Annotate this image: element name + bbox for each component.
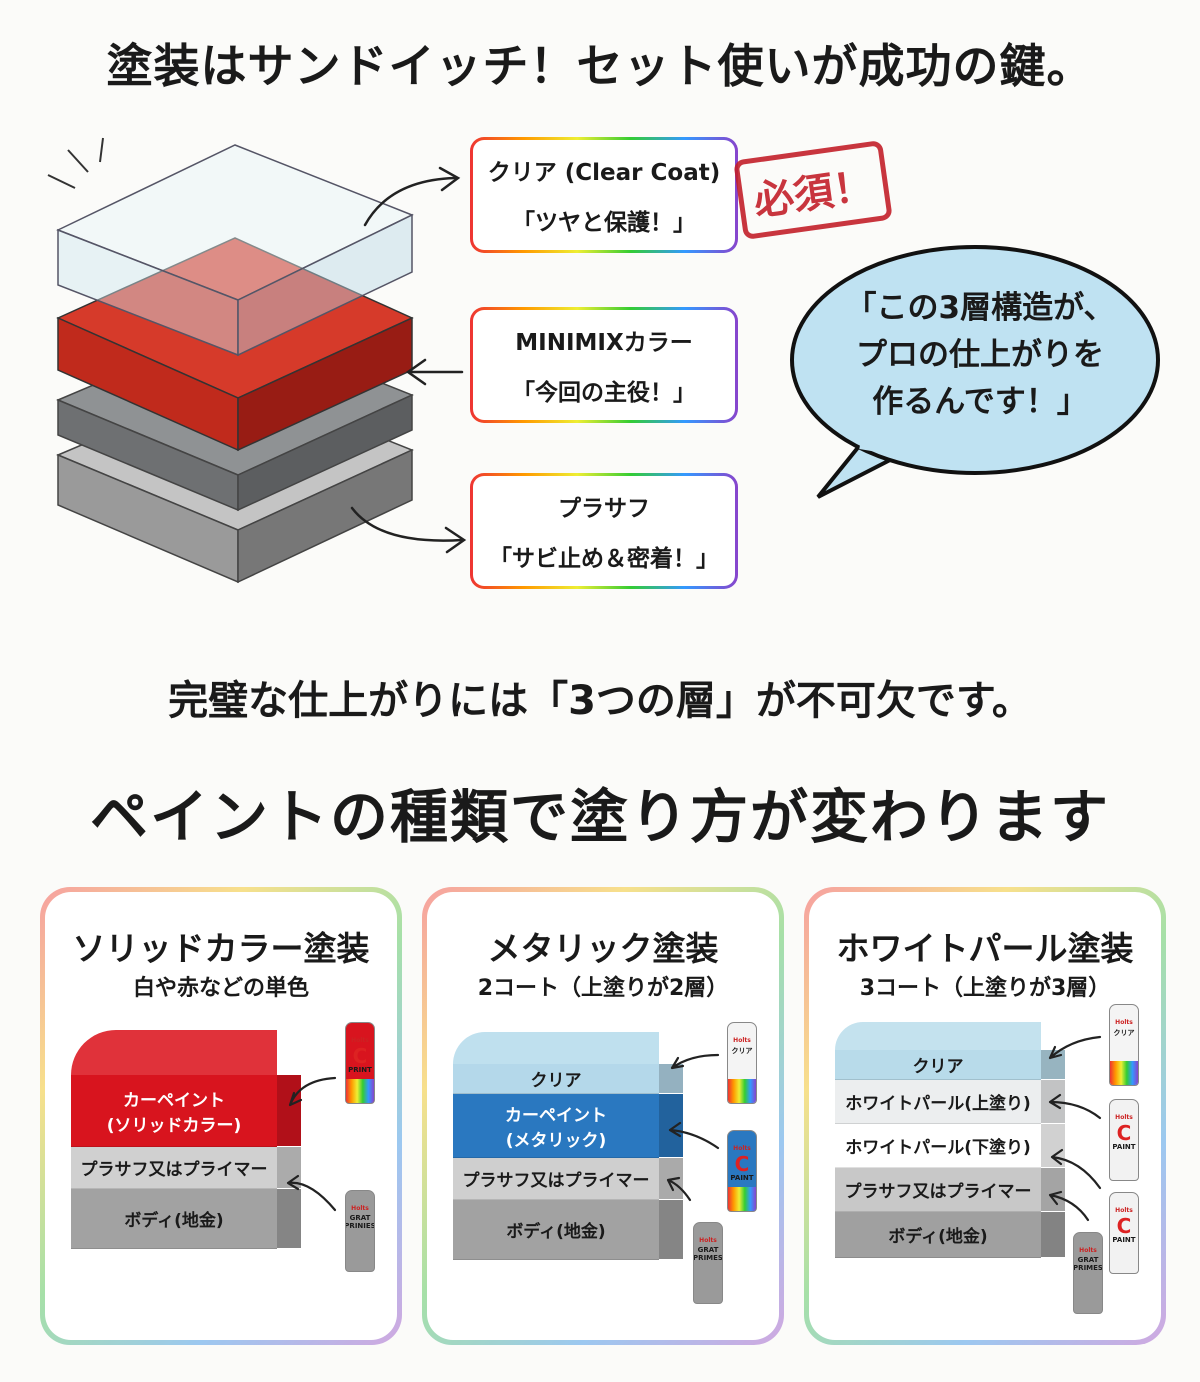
can-text: GRAT PRINIES bbox=[345, 1214, 375, 1230]
layer-body: ボディ(地金) bbox=[71, 1189, 277, 1249]
layer-pearl-top: ホワイトパール(上塗り) bbox=[835, 1080, 1041, 1124]
label-clear-coat: クリア (Clear Coat) 「ツヤと保護！」 bbox=[470, 137, 738, 253]
speech-line: 作るんです！」 bbox=[872, 384, 1088, 420]
can-brand: Holts bbox=[1115, 1207, 1133, 1214]
label-name: クリア (Clear Coat) bbox=[487, 160, 721, 186]
section-heading: ペイントの種類で塗り方が変わります bbox=[89, 783, 1110, 851]
card-title: メタリック塗装 bbox=[487, 929, 719, 968]
card-subtitle: 白や赤などの単色 bbox=[132, 976, 309, 1001]
speech-line: プロの仕上がりを bbox=[856, 337, 1104, 373]
card-white-pearl: ホワイトパール塗装 3コート（上塗りが3層） クリア ホワイトパール(上塗り) … bbox=[804, 887, 1166, 1345]
red-color-layer bbox=[56, 237, 414, 452]
speech-bubble bbox=[790, 245, 1160, 499]
layer-primer: プラサフ又はプライマー bbox=[835, 1168, 1041, 1212]
layer-stack: カーペイント (ソリッドカラー) プラサフ又はプライマー ボディ(地金) bbox=[71, 1030, 277, 1249]
label-note: 「サビ止め＆密着！」 bbox=[489, 546, 719, 572]
emphasis-mark bbox=[99, 137, 104, 163]
can-brand: Holts bbox=[733, 1037, 751, 1044]
spray-can-clear: Holts クリア bbox=[1109, 1004, 1139, 1086]
can-letter: C bbox=[734, 1152, 750, 1176]
can-brand: Holts bbox=[351, 1205, 369, 1212]
layer-clear: クリア bbox=[453, 1064, 659, 1094]
layer-top bbox=[71, 1030, 277, 1075]
emphasis-mark bbox=[67, 149, 89, 173]
label-primer-surfacer: プラサフ 「サビ止め＆密着！」 bbox=[470, 473, 738, 589]
can-text: PAINT bbox=[1112, 1236, 1136, 1244]
card-subtitle: 3コート（上塗りが3層） bbox=[859, 976, 1111, 1001]
layer-body: ボディ(地金) bbox=[835, 1212, 1041, 1258]
can-text: GRAT PRIMES bbox=[1073, 1256, 1103, 1272]
subtitle: 完璧な仕上がりには「3つの層」が不可欠です。 bbox=[168, 678, 1032, 724]
speech-line: 「この3層構造が、 bbox=[845, 290, 1115, 326]
can-brand: Holts bbox=[1115, 1114, 1133, 1121]
layer-top bbox=[453, 1032, 659, 1064]
speech-bubble-text: 「この3層構造が、 プロの仕上がりを 作るんです！」 bbox=[800, 285, 1160, 426]
label-name: プラサフ bbox=[558, 496, 650, 522]
spray-can-clear: Holts クリア bbox=[727, 1022, 757, 1104]
layer-top bbox=[835, 1022, 1041, 1050]
layer-clear: クリア bbox=[835, 1050, 1041, 1080]
card-subtitle: 2コート（上塗りが2層） bbox=[477, 976, 729, 1001]
can-text: GRAT PRIMES bbox=[693, 1246, 723, 1262]
can-brand: Holts bbox=[1079, 1247, 1097, 1254]
label-minimix-color: MINIMIXカラー 「今回の主役！」 bbox=[470, 307, 738, 423]
arrow-primer bbox=[350, 506, 464, 542]
can-letter: C bbox=[1116, 1121, 1132, 1145]
layer-stack: クリア ホワイトパール(上塗り) ホワイトパール(下塗り) プラサフ又はプライマ… bbox=[835, 1022, 1041, 1258]
can-brand: Holts bbox=[733, 1145, 751, 1152]
layer-car-paint: カーペイント (メタリック) bbox=[453, 1094, 659, 1158]
label-note: 「ツヤと保護！」 bbox=[512, 210, 696, 236]
main-title: 塗装はサンドイッチ！セット使いが成功の鍵。 bbox=[106, 39, 1094, 93]
can-text: PRINT bbox=[348, 1066, 372, 1074]
label-name: MINIMIXカラー bbox=[515, 330, 693, 356]
layer-primer: プラサフ又はプライマー bbox=[453, 1158, 659, 1200]
clear-coat-layer bbox=[56, 144, 414, 357]
layer-body: ボディ(地金) bbox=[453, 1200, 659, 1260]
emphasis-mark bbox=[47, 174, 76, 189]
card-solid-color: ソリッドカラー塗装 白や赤などの単色 カーペイント (ソリッドカラー) プラサフ… bbox=[40, 887, 402, 1345]
can-letter: C bbox=[1116, 1214, 1132, 1238]
arrow-clear bbox=[363, 176, 457, 227]
layer-stack-illustration bbox=[47, 137, 1160, 584]
can-text: PAINT bbox=[1112, 1143, 1136, 1151]
can-brand: Holts bbox=[699, 1237, 717, 1244]
can-text: クリア bbox=[1113, 1029, 1135, 1037]
card-title: ソリッドカラー塗装 bbox=[72, 929, 370, 968]
card-title: ホワイトパール塗装 bbox=[836, 929, 1134, 968]
can-brand: Holts bbox=[1115, 1019, 1133, 1026]
can-text: PAINT bbox=[730, 1174, 754, 1182]
label-note: 「今回の主役！」 bbox=[512, 380, 696, 406]
layer-primer: プラサフ又はプライマー bbox=[71, 1147, 277, 1189]
can-text: クリア bbox=[731, 1047, 753, 1055]
can-brand: Holts bbox=[351, 1037, 369, 1044]
card-metallic: メタリック塗装 2コート（上塗りが2層） クリア カーペイント (メタリック) … bbox=[422, 887, 784, 1345]
layer-stack: クリア カーペイント (メタリック) プラサフ又はプライマー ボディ(地金) bbox=[453, 1032, 659, 1260]
layer-car-paint: カーペイント (ソリッドカラー) bbox=[71, 1075, 277, 1147]
can-letter: C bbox=[352, 1044, 368, 1068]
layer-pearl-base: ホワイトパール(下塗り) bbox=[835, 1124, 1041, 1168]
